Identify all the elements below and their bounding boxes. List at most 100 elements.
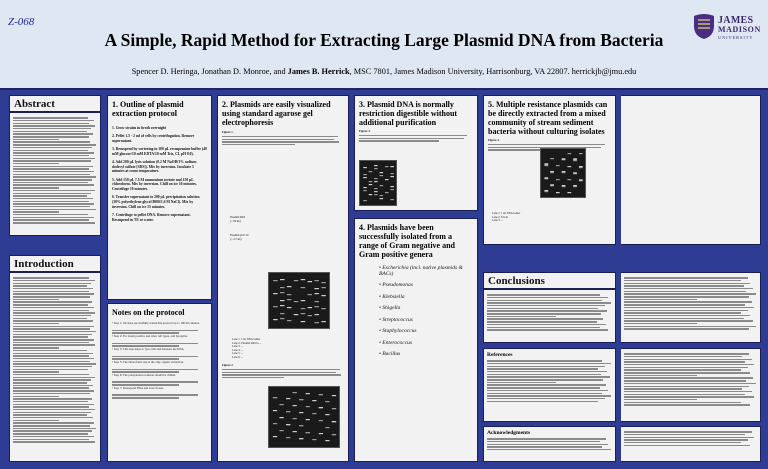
gel-band: [550, 185, 554, 187]
gel-band: [363, 177, 367, 179]
note-item: • Step 6: The precipitation solution sho…: [112, 372, 176, 377]
gel-band: [567, 192, 572, 194]
gel-band: [305, 393, 310, 395]
text-line: [13, 149, 88, 151]
gel-band: [299, 425, 304, 427]
text-line: [13, 419, 60, 422]
text-line: [13, 414, 87, 416]
text-line: [13, 360, 91, 362]
text-line: [13, 168, 89, 170]
lane-label: Lane 3: ...: [492, 219, 504, 223]
gel-band: [573, 173, 577, 175]
text-line: [13, 157, 96, 159]
gel-band: [292, 418, 297, 420]
gel-band: [286, 398, 291, 400]
gel-band: [390, 186, 394, 188]
text-line: [13, 382, 87, 384]
note-item: • Step 3: This step helps to lyse cells …: [112, 346, 185, 351]
text-line: [13, 425, 91, 427]
text-line: [13, 216, 94, 219]
text-line: [13, 341, 90, 344]
genus-item: • Shigella: [379, 305, 401, 311]
text-line: [624, 320, 753, 322]
text-line: [13, 200, 89, 202]
text-line: [13, 344, 96, 346]
text-line: [487, 389, 609, 392]
text-line: [487, 318, 604, 320]
genus-item: • Streptococcus: [379, 316, 413, 323]
gel-band: [368, 171, 373, 173]
gel-band: [305, 432, 310, 434]
text-line: [624, 309, 748, 311]
gel-band: [299, 399, 304, 401]
notes-title: Notes on the protocol: [112, 308, 185, 317]
text-line: [487, 368, 599, 370]
text-line: [624, 404, 751, 406]
text-line: [624, 293, 756, 295]
text-line: [13, 136, 89, 138]
text-line: [624, 296, 750, 298]
gel-band: [573, 159, 577, 161]
protocol-step: 1. Grow strains in broth overnight: [112, 126, 166, 130]
gel-band: [321, 321, 326, 323]
text-line: [487, 313, 601, 315]
gel-band: [314, 322, 319, 324]
protocol-step: 4. Add 200 µL lysis solution (0.2 M NaOH…: [112, 160, 197, 174]
gel-band: [300, 300, 306, 302]
text-line: [624, 325, 756, 328]
lane-label: Lane 1: 1 kb DNA ladder: [492, 212, 521, 215]
gel-band: [561, 171, 566, 173]
gel-band: [544, 177, 549, 179]
gel-band: [578, 167, 583, 169]
authors-post: , MSC 7801, James Madison University, Ha…: [349, 67, 637, 76]
notes-panel: Notes on the protocol • Step 1: We have …: [107, 303, 212, 462]
abstract-text-lines: [13, 117, 97, 224]
fig1-gel-bands: [273, 279, 326, 324]
genus-item: • Escherichia (incl. native plasmids & B…: [379, 264, 463, 277]
text-line: [13, 417, 93, 419]
text-line: [13, 165, 93, 168]
gel-band: [307, 307, 313, 309]
authors-pre: Spencer D. Heringa, Jonathan D. Monroe, …: [131, 67, 288, 76]
text-line: [487, 321, 597, 323]
text-line: [624, 398, 698, 401]
multiple-title: 5. Multiple resistance plasmids can be d…: [488, 100, 608, 136]
fig2-gel-image: [268, 386, 340, 448]
note-item: • Step 2: For Gram positive and other ce…: [112, 333, 188, 338]
gel-band: [314, 293, 319, 295]
gel-band: [280, 305, 285, 307]
text-line: [13, 282, 92, 285]
text-line: [13, 141, 91, 143]
gel-band: [305, 419, 310, 421]
text-line: [487, 315, 556, 318]
text-line: [13, 390, 95, 392]
protocol-step: 7. Centrifuge to pellet DNA. Remove supe…: [112, 212, 191, 222]
gel-band: [325, 427, 330, 429]
text-line: [13, 339, 94, 341]
marker-rp4: Plasmid RP4: [230, 215, 246, 219]
lane-label: Lane 5: ...: [232, 352, 244, 356]
text-line: [624, 317, 744, 319]
text-line: [13, 154, 90, 157]
gel-band: [318, 394, 323, 396]
lane-label: Lane 2: Uncut: [492, 215, 508, 219]
text-line: [487, 400, 599, 402]
gel-band: [292, 392, 297, 394]
university-logo: JAMES MADISON UNIVERSITY: [692, 10, 764, 46]
text-line: [624, 380, 747, 382]
text-line: [13, 173, 91, 176]
gel-band: [390, 173, 394, 175]
gel-band: [374, 191, 378, 193]
gel-band: [390, 199, 394, 201]
text-line: [13, 395, 60, 397]
gel-band: [299, 412, 304, 414]
text-line: [13, 290, 89, 293]
gel-band: [374, 168, 378, 170]
text-line: [624, 390, 752, 393]
fig1-caption: Figure 1.: [222, 130, 344, 146]
genus-item: • Bacillus: [379, 351, 401, 357]
lane-label: Lane 3: ...: [232, 345, 244, 349]
text-line: [487, 371, 607, 373]
text-line: [13, 293, 95, 295]
